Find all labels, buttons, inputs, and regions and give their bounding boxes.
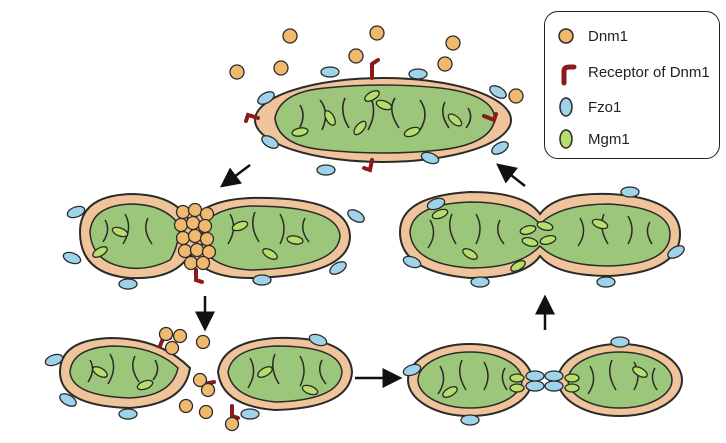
dnm1: [349, 49, 363, 63]
dnm1: [187, 217, 200, 230]
mgm1: [565, 374, 579, 382]
mgm1: [510, 374, 524, 382]
fzo1: [321, 67, 339, 77]
dnm1: [197, 257, 210, 270]
stage-fused-mitochondrion: [230, 26, 523, 175]
dnm1: [197, 336, 210, 349]
dnm1: [201, 233, 214, 246]
dnm1: [189, 230, 202, 243]
mgm1: [565, 384, 579, 392]
fzo1: [461, 415, 479, 425]
mgm1: [510, 384, 524, 392]
arrow-fused-to-constriction: [226, 165, 250, 183]
fzo1: [597, 277, 615, 287]
dnm1: [226, 418, 239, 431]
fzo1: [241, 409, 259, 419]
dnm1: [177, 206, 190, 219]
legend-item-dnm1: Dnm1: [559, 28, 628, 45]
dnm1: [191, 244, 204, 257]
matrix: [275, 85, 495, 153]
receptor: [196, 270, 202, 282]
dnm1: [446, 36, 460, 50]
matrix: [418, 352, 522, 408]
dnm1: [230, 65, 244, 79]
matrix: [568, 352, 672, 408]
fzo1: [253, 275, 271, 285]
dnm1: [174, 330, 187, 343]
mgm1-oval-icon: [560, 130, 572, 148]
dnm1: [274, 61, 288, 75]
dnm1: [175, 219, 188, 232]
matrix: [228, 346, 342, 402]
dnm1: [166, 342, 179, 355]
fzo1-oval-icon: [560, 98, 572, 116]
dnm1: [202, 384, 215, 397]
dnm1: [189, 204, 202, 217]
stage-inner-membrane-fusion: [400, 187, 686, 287]
dnm1: [160, 328, 173, 341]
dnm1: [438, 57, 452, 71]
fzo1: [346, 207, 367, 225]
legend-label: Mgm1: [588, 131, 630, 148]
dnm1: [177, 232, 190, 245]
dnm1: [283, 29, 297, 43]
stage-separated-mitochondria: [44, 328, 352, 431]
legend-item-mgm1: Mgm1: [560, 130, 630, 148]
legend: Dnm1 Receptor of Dnm1 Fzo1 Mgm1: [544, 11, 720, 159]
fzo1: [545, 381, 563, 391]
fzo1: [471, 277, 489, 287]
fzo1: [119, 279, 137, 289]
dnm1-sphere-icon: [559, 29, 573, 43]
fzo1: [119, 409, 137, 419]
arrow-fusion-to-fused: [502, 168, 525, 186]
legend-label: Dnm1: [588, 28, 628, 45]
stage-tethered-by-fzo1: [402, 337, 682, 425]
receptor: [232, 406, 238, 418]
legend-item-receptor: Receptor of Dnm1: [564, 64, 710, 83]
stage-constriction-by-dnm1: [62, 194, 366, 289]
dnm1: [179, 245, 192, 258]
fzo1: [526, 371, 544, 381]
fzo1: [317, 165, 335, 175]
dnm1: [370, 26, 384, 40]
dnm1: [180, 400, 193, 413]
dnm1: [509, 89, 523, 103]
fzo1: [545, 371, 563, 381]
fzo1: [409, 69, 427, 79]
dnm1: [199, 220, 212, 233]
receptor: [372, 60, 378, 78]
fzo1: [62, 250, 82, 266]
fzo1: [611, 337, 629, 347]
matrix: [90, 204, 180, 268]
dnm1: [200, 406, 213, 419]
dnm1: [201, 208, 214, 221]
receptor-icon: [564, 67, 574, 83]
fzo1-tether: [526, 371, 563, 391]
dnm1: [185, 257, 198, 270]
fzo1: [526, 381, 544, 391]
fzo1: [621, 187, 639, 197]
legend-label: Fzo1: [588, 99, 621, 116]
legend-label: Receptor of Dnm1: [588, 64, 710, 81]
legend-item-fzo1: Fzo1: [560, 98, 621, 116]
